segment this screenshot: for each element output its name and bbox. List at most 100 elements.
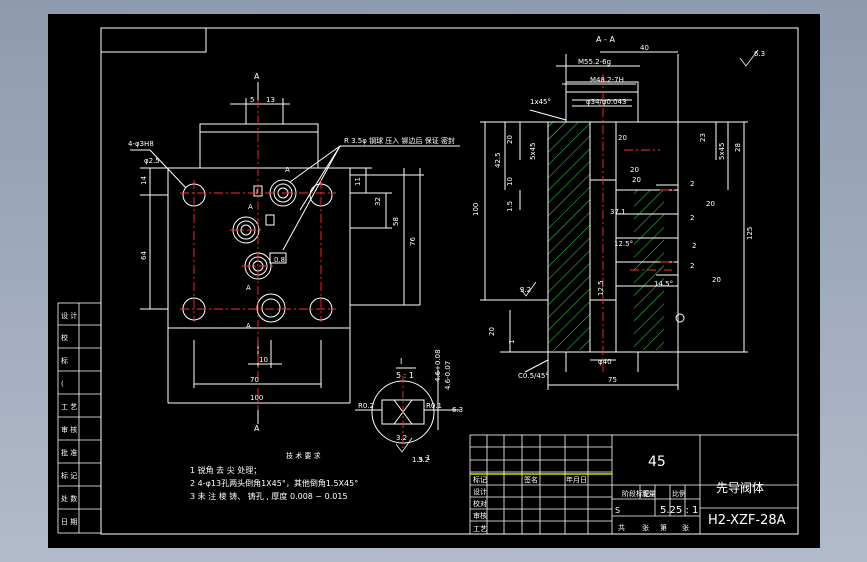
scale-prefix: S bbox=[615, 506, 620, 515]
section-dim-32: C0.5/45° bbox=[518, 372, 549, 380]
left-strip-label-2: 标 bbox=[61, 356, 68, 365]
front-ref-a3: A bbox=[246, 284, 251, 292]
left-strip-label-0: 设 计 bbox=[61, 311, 77, 320]
section-dim-34: 6.3 bbox=[754, 50, 765, 58]
left-strip-label-4: 工 艺 bbox=[61, 403, 77, 411]
material-label: 45 bbox=[648, 454, 666, 470]
detail-dim-6: 3.2 bbox=[396, 434, 407, 442]
detail-dim-2: 6.3 bbox=[452, 406, 463, 414]
title-block-row-label-3: 审核 bbox=[473, 511, 487, 520]
section-dim-23: 2 bbox=[692, 242, 696, 250]
detail-dim-8: 3.2 bbox=[418, 456, 429, 464]
section-dim-30: 3.2 bbox=[520, 286, 531, 294]
section-dim-16: 20 bbox=[630, 166, 639, 174]
section-dim-27: 12.5 bbox=[597, 280, 605, 296]
front-ref-a4: A bbox=[246, 322, 251, 330]
section-dim-2: M48.2-7H bbox=[590, 76, 624, 84]
tech-req-item-1: 1 锐角 去 尖 处理； bbox=[190, 465, 261, 475]
left-strip-label-3: ( bbox=[61, 380, 64, 388]
section-dim-20: 20 bbox=[706, 200, 715, 208]
section-dim-22: 20 bbox=[632, 176, 641, 184]
scale-value: 5.25 : 1 bbox=[660, 505, 698, 516]
section-dim-25: 20 bbox=[712, 276, 721, 284]
section-dim-5: 20 bbox=[506, 135, 514, 144]
detail-dim-3: 1.5 bbox=[412, 456, 423, 464]
title-block-small-label-6: 张 bbox=[642, 523, 649, 532]
tech-req-title: 技 术 要 求 bbox=[286, 451, 321, 460]
left-strip-label-5: 审 核 bbox=[61, 425, 77, 434]
section-dim-8: 20 bbox=[618, 134, 627, 142]
detail-label: I bbox=[400, 357, 402, 366]
detail-dim-5: 4.6-0.07 bbox=[444, 361, 452, 390]
section-dim-3: 1x45° bbox=[530, 98, 551, 106]
section-dim-10: 1.5 bbox=[506, 201, 514, 212]
title-block-small-label-5: 共 bbox=[618, 523, 625, 532]
detail-dim-1: R0.1 bbox=[426, 402, 442, 410]
title-block-small-label-4: 比例 bbox=[672, 489, 686, 498]
front-dim-8: 10 bbox=[259, 356, 268, 364]
left-title-strip bbox=[57, 302, 102, 534]
section-dim-17: 37.1 bbox=[610, 208, 626, 216]
front-dim-6: 76 bbox=[409, 237, 417, 246]
front-ref-a1: A bbox=[285, 166, 290, 174]
front-dim-7: 64 bbox=[140, 251, 148, 260]
section-dim-1: M55.2-6g bbox=[578, 58, 611, 66]
title-block-row-label-1: 设计 bbox=[473, 487, 487, 496]
front-dim-11: 0.8 bbox=[274, 256, 285, 264]
front-dim-9: 70 bbox=[250, 376, 259, 384]
title-block-small-label-2: 阶段标记 bbox=[622, 489, 650, 498]
note-callout: R 3.5φ 钢球 压入 铆边后 保证 密封 bbox=[344, 136, 455, 145]
front-tag-i: I bbox=[256, 188, 258, 196]
section-center-lines bbox=[602, 74, 676, 372]
detail-dim-4: 4.6+0.08 bbox=[434, 349, 442, 382]
front-dim-1: 13 bbox=[266, 96, 275, 104]
section-dim-28: 20 bbox=[488, 327, 496, 336]
section-dim-21: 12.5° bbox=[614, 240, 633, 248]
section-dim-26: 2 bbox=[690, 262, 694, 270]
title-block-small-label-7: 第 bbox=[660, 523, 667, 532]
detail-dim-0: R0.2 bbox=[358, 402, 374, 410]
front-dim-0: 5 bbox=[250, 96, 254, 104]
section-dim-9: 10 bbox=[506, 177, 514, 186]
detail-dim-7: 1 bbox=[426, 454, 430, 462]
title-block-row-label-0: 标记 bbox=[473, 475, 487, 484]
section-dim-33: 75 bbox=[608, 376, 617, 384]
drawing-frame bbox=[100, 27, 799, 535]
detail-scale: 5 : 1 bbox=[396, 371, 414, 380]
section-dim-29: 1 bbox=[508, 340, 516, 344]
front-dim-10: 100 bbox=[250, 394, 263, 402]
title-block-row-label-2: 校对 bbox=[473, 499, 487, 508]
section-dim-12: 125 bbox=[746, 227, 754, 240]
paper-background bbox=[48, 14, 820, 548]
front-center-lines bbox=[180, 82, 336, 420]
section-view bbox=[480, 51, 748, 390]
part-name: 先导阀体 bbox=[716, 481, 764, 495]
left-strip-label-7: 标 记 bbox=[61, 471, 77, 480]
section-dimension-labels: 40M55.2-6gM48.2-7H1x45°φ34/φ0.043205x454… bbox=[472, 44, 765, 384]
left-strip-label-9: 日 期 bbox=[61, 518, 77, 526]
left-strip-label-8: 处 数 bbox=[61, 494, 77, 503]
tech-req-item-2: 2 4-φ13孔两头倒角1X45°，其他倒角1.5X45° bbox=[190, 478, 358, 488]
section-dim-4: φ34/φ0.043 bbox=[586, 98, 627, 106]
section-dim-19: 2 bbox=[690, 214, 694, 222]
tech-req-item-3: 3 未 注 棱 铸、 铸孔 , 厚度 0.008 ~ 0.015 bbox=[190, 491, 348, 501]
hole-callout-bottom: φ2.5 bbox=[144, 157, 160, 165]
title-block-small-label-3: 重量 bbox=[642, 490, 656, 498]
section-dim-15: 28 bbox=[734, 143, 742, 152]
section-dim-0: 40 bbox=[640, 44, 649, 52]
title-block-small-label-0: 签名 bbox=[524, 475, 538, 484]
section-dim-7: 42.5 bbox=[494, 152, 502, 168]
front-dim-4: 32 bbox=[374, 197, 382, 206]
section-dim-24: 14.5° bbox=[654, 280, 673, 288]
section-dim-31: φ40 bbox=[598, 358, 612, 366]
left-strip-label-1: 校 bbox=[61, 333, 68, 342]
title-block-small-label-1: 年月日 bbox=[566, 475, 587, 484]
drawing-number: H2-XZF-28A bbox=[708, 513, 786, 528]
front-dim-5: 58 bbox=[392, 217, 400, 226]
title-block-row-label-4: 工艺 bbox=[473, 525, 487, 533]
title-block-small-label-8: 张 bbox=[682, 523, 689, 532]
section-dim-13: 23 bbox=[699, 133, 707, 142]
